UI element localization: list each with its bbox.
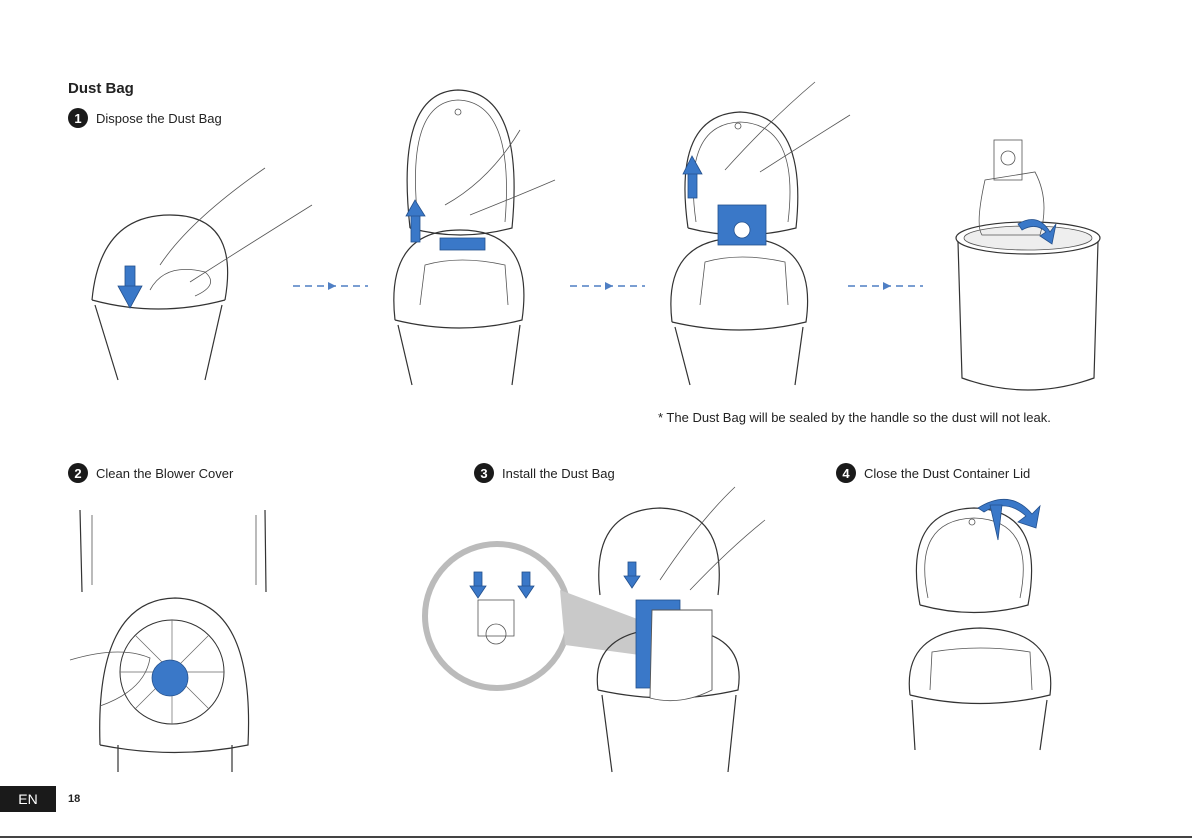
page-number: 18 — [68, 793, 80, 805]
flow-arrow — [570, 282, 645, 290]
press-lid-illustration — [92, 168, 312, 380]
flow-arrow — [848, 282, 923, 290]
blower-cover-illustration — [70, 510, 266, 772]
close-lid-illustration — [909, 499, 1050, 750]
bottom-rule — [0, 836, 1192, 838]
trash-bin-illustration — [956, 140, 1100, 390]
flow-arrow — [293, 282, 368, 290]
language-tab: EN — [0, 786, 56, 812]
lift-bag-illustration — [671, 82, 850, 385]
install-bag-illustration — [425, 487, 765, 772]
pull-handle-illustration — [394, 90, 555, 385]
